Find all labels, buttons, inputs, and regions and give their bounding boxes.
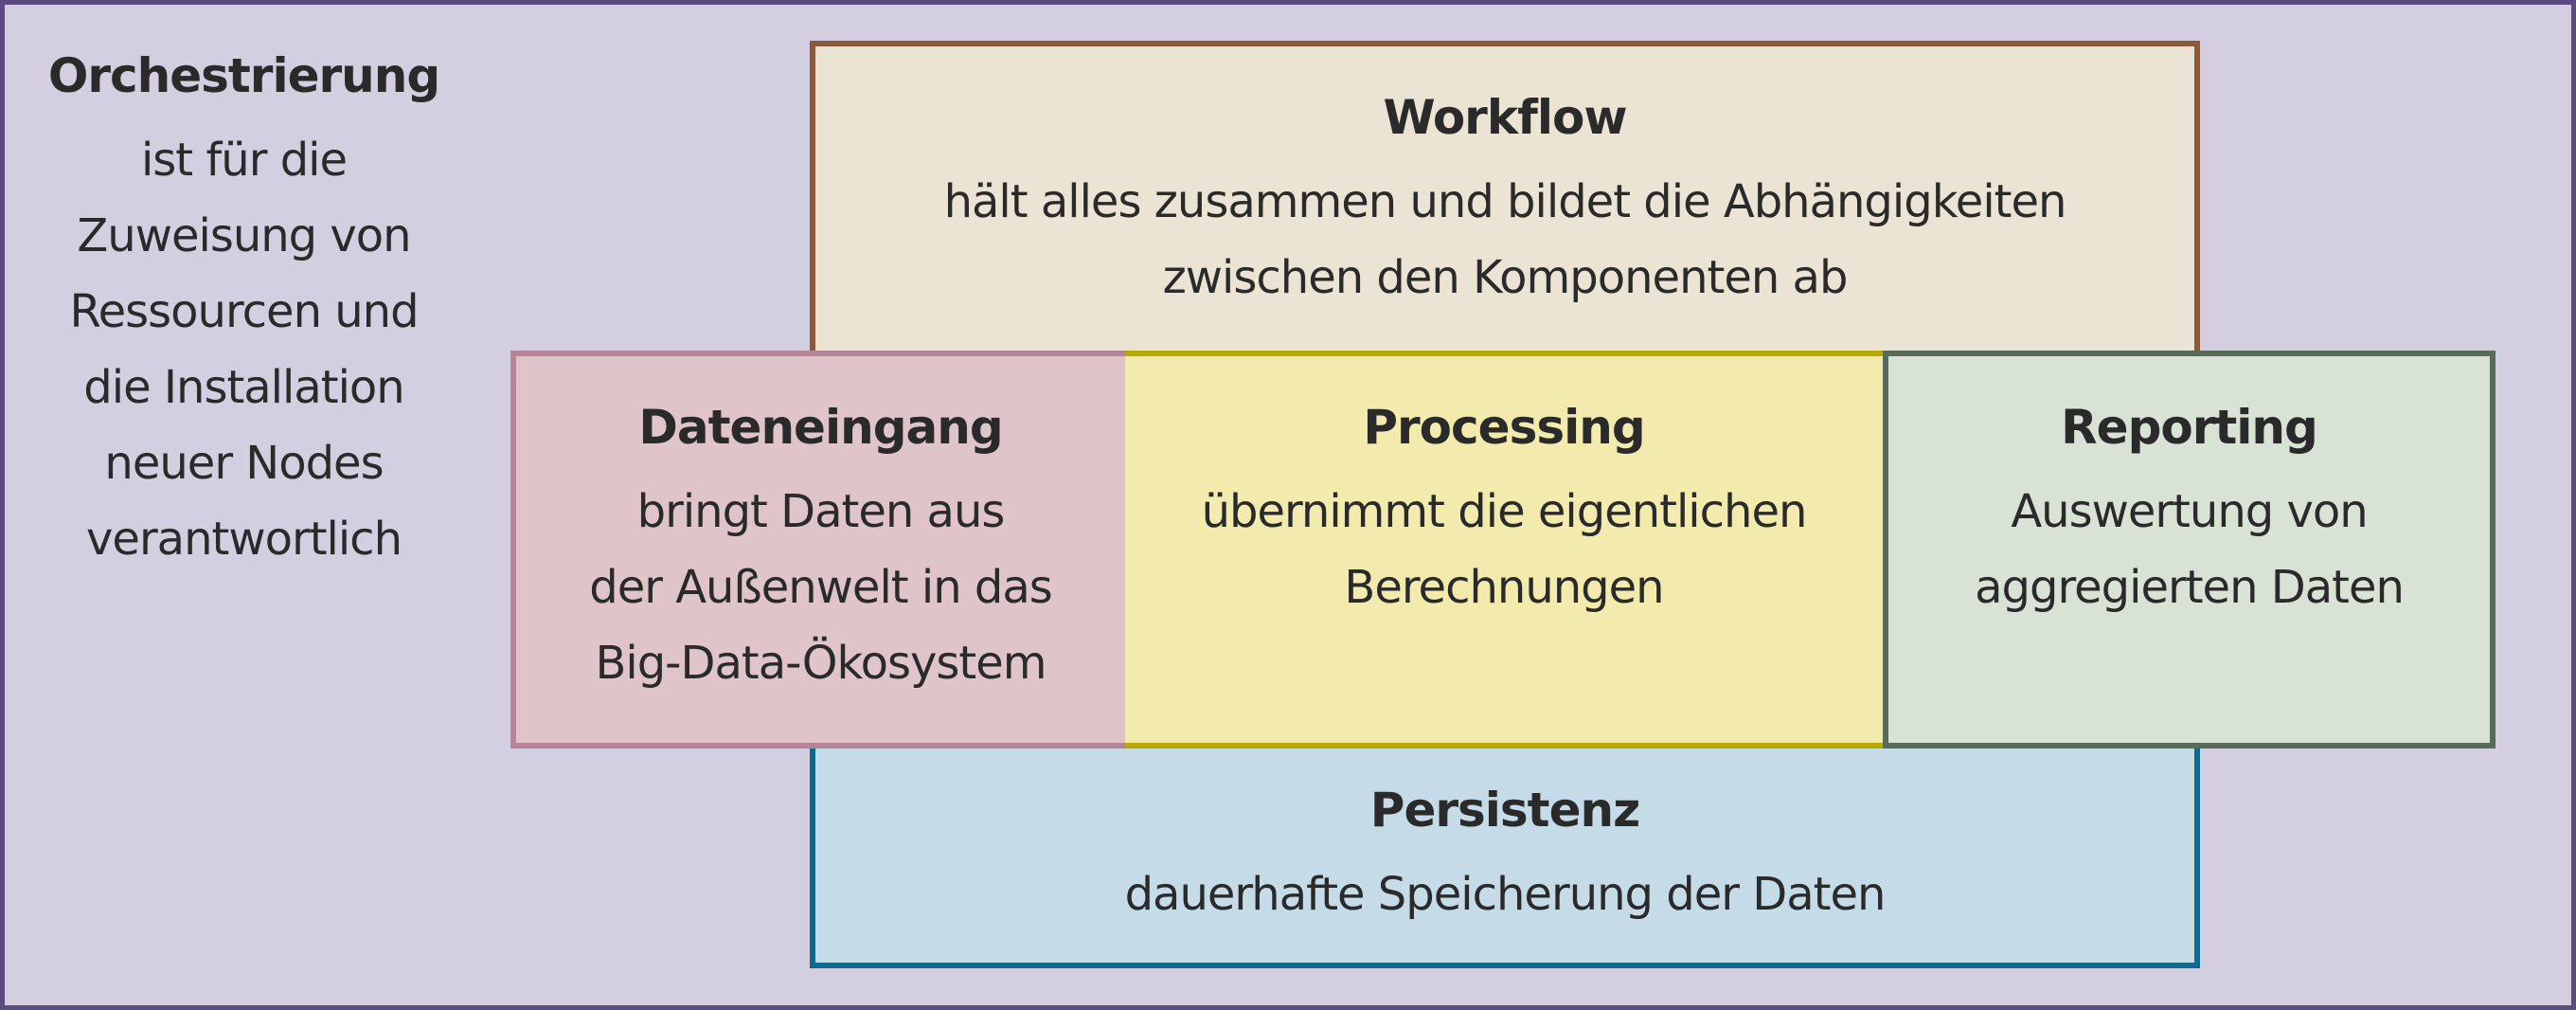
orchestration-text: ist für die Zuweisung von Ressourcen und… (69, 134, 419, 566)
orchestration-title: Orchestrierung (47, 48, 440, 103)
processing-text: übernimmt die eigentlichen Berechnungen (1201, 485, 1808, 614)
data-input-box: Dateneingang bringt Daten aus der Außenw… (510, 351, 1131, 748)
workflow-text: hält alles zusammen und bildet die Abhän… (943, 175, 2067, 304)
reporting-title: Reporting (2061, 400, 2318, 455)
reporting-box: Reporting Auswertung von aggregierten Da… (1883, 351, 2496, 748)
persistence-title: Persistenz (1369, 783, 1640, 838)
workflow-title: Workflow (1383, 90, 1627, 145)
processing-box: Processing übernimmt die eigentlichen Be… (1125, 351, 1883, 748)
workflow-box: Workflow hält alles zusammen und bildet … (810, 41, 2200, 356)
orchestration-block: Orchestrierung ist für die Zuweisung von… (28, 43, 459, 577)
persistence-box: Persistenz dauerhafte Speicherung der Da… (810, 743, 2200, 968)
data-input-text: bringt Daten aus der Außenwelt in das Bi… (589, 485, 1053, 690)
data-input-title: Dateneingang (638, 400, 1003, 455)
processing-title: Processing (1363, 400, 1645, 455)
persistence-text: dauerhafte Speicherung der Daten (1124, 868, 1887, 921)
reporting-text: Auswertung von aggregierten Daten (1975, 485, 2405, 614)
